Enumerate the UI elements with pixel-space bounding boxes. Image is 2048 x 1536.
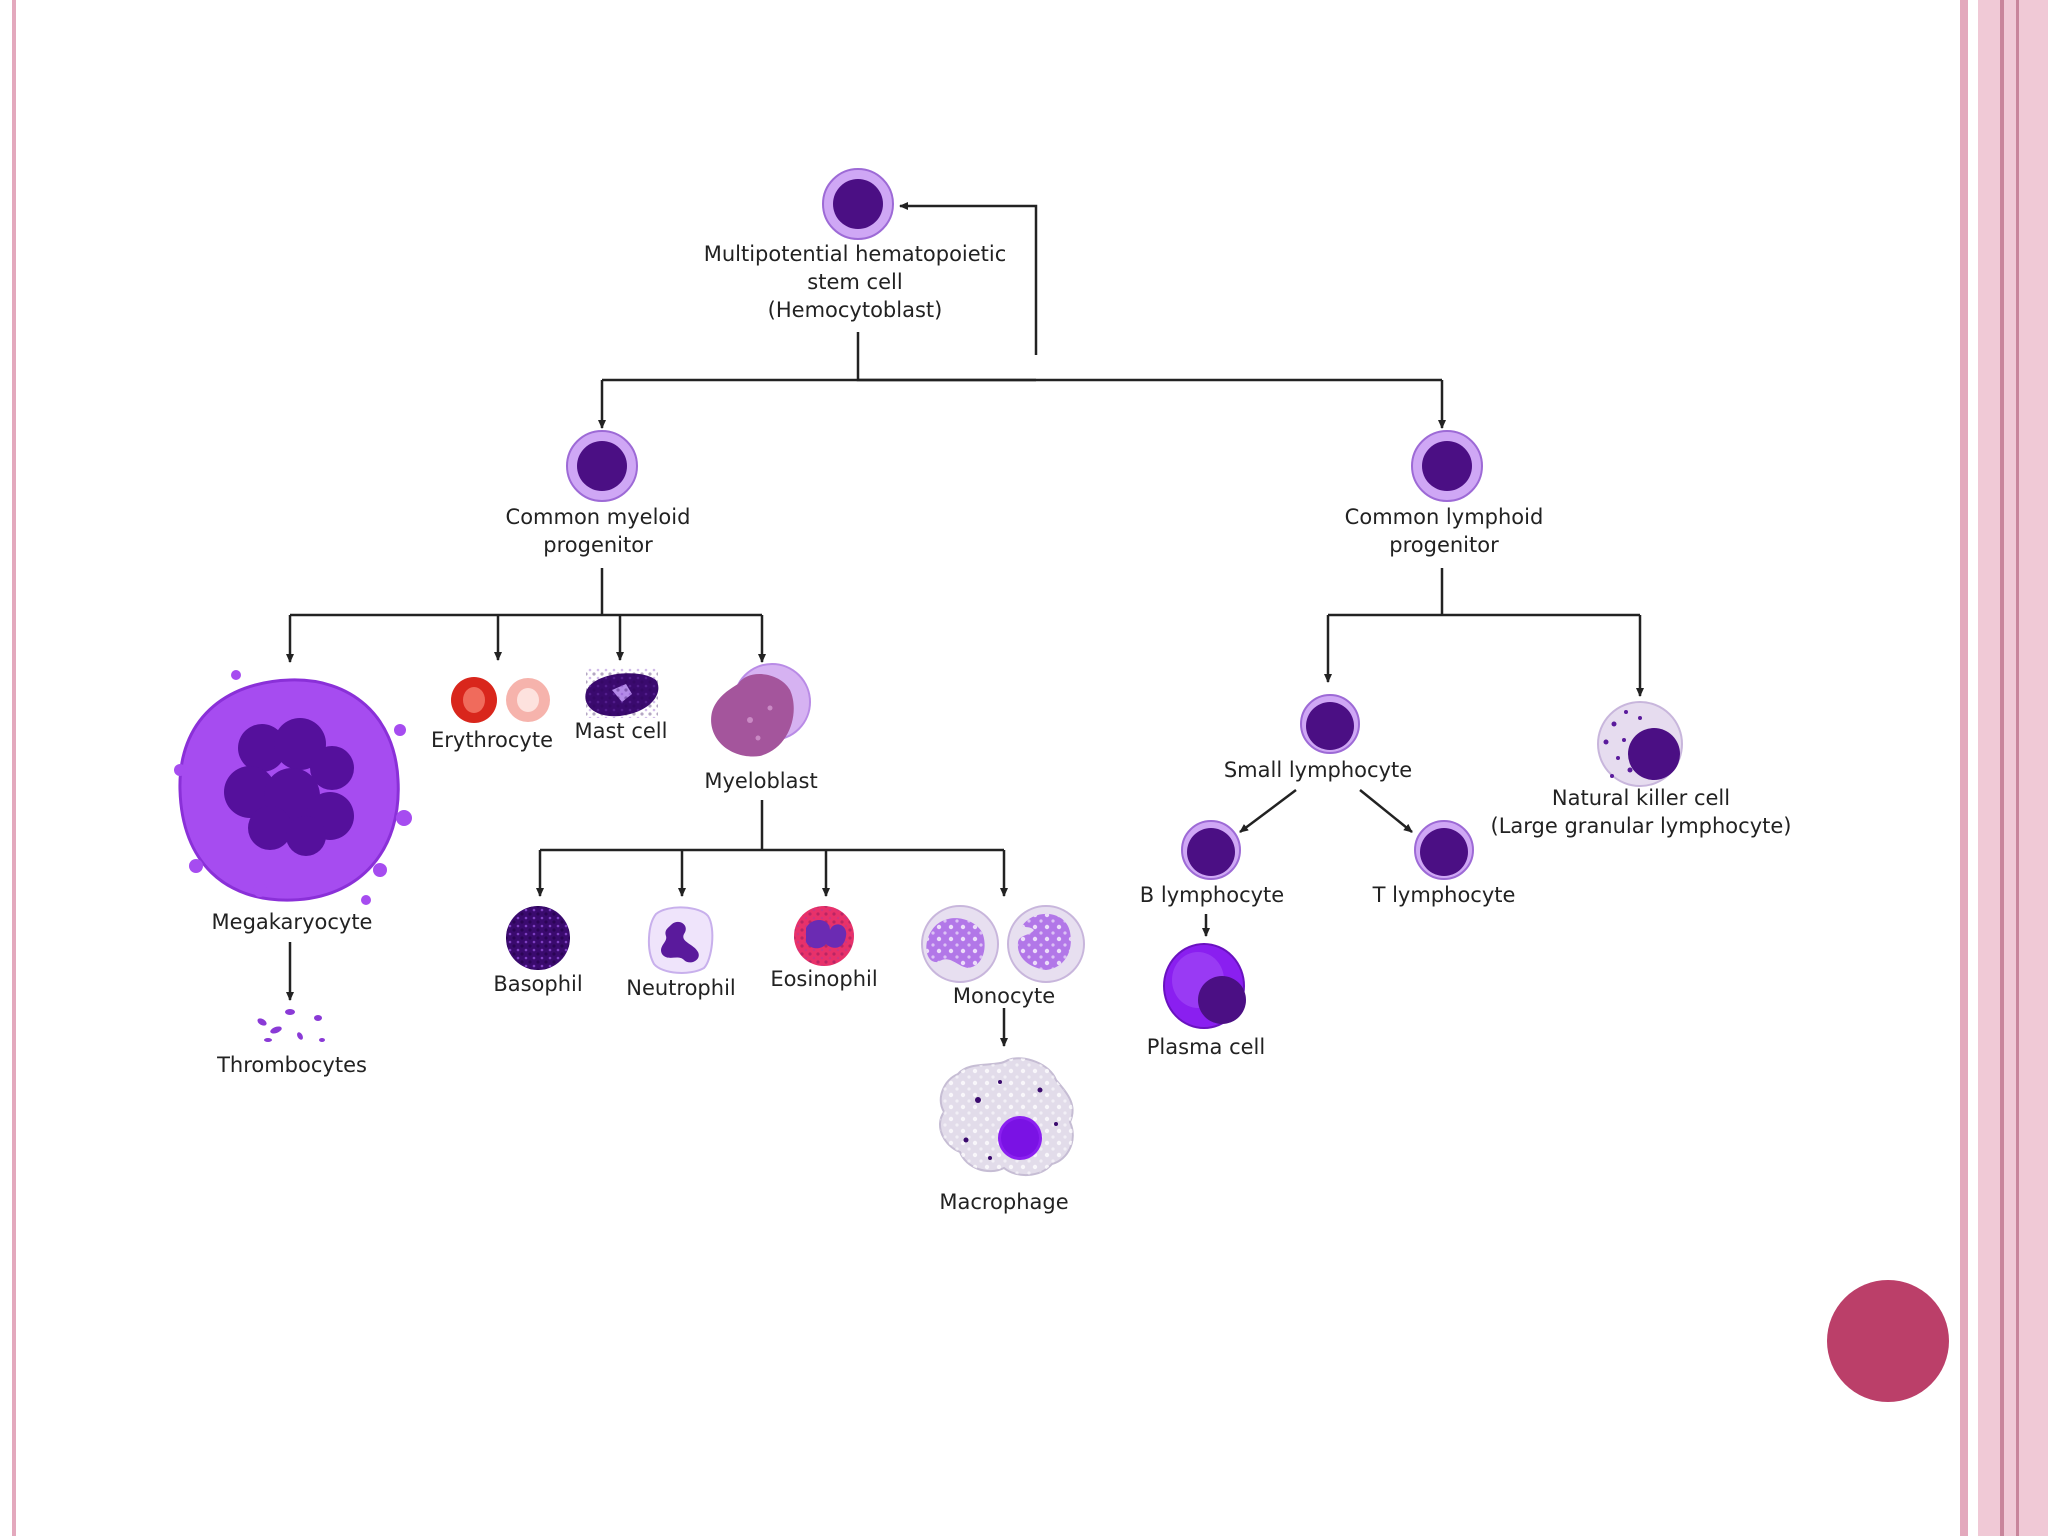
megakaryocyte-icon [174,670,412,905]
label-megakaryocyte: Megakaryocyte [211,910,373,934]
label-plasma-cell: Plasma cell [1146,1035,1266,1059]
mast-cell-icon [585,668,659,718]
frame-right-border [1960,0,1968,1536]
label-myeloid-progenitor: Common myeloid progenitor [506,503,691,559]
label-nk-line-1: Natural killer cell [1551,786,1731,810]
frame-left-line [12,0,16,1536]
myeloid-progenitor-icon [566,430,638,502]
label-lymphoid-line-2: progenitor [1389,533,1499,557]
label-basophil: Basophil [493,972,583,996]
label-lymphoid-progenitor: Common lymphoid progenitor [1345,503,1544,559]
label-mast-cell: Mast cell [574,719,668,743]
b-lymphocyte-icon [1181,820,1241,880]
connector-lines [286,202,1644,1047]
label-small-lymphocyte: Small lymphocyte [1223,758,1413,782]
label-eosinophil: Eosinophil [770,967,878,991]
thrombocytes-icon [257,1009,325,1042]
label-stem-cell: Multipotential hematopoietic stem cell (… [704,240,1007,324]
erythrocyte-icon [451,677,550,723]
monocyte-icon [921,905,1085,983]
label-monocyte: Monocyte [952,984,1056,1008]
label-stem-line-1: Multipotential hematopoietic [703,242,1007,266]
frame-right-line [2000,0,2004,1536]
myeloblast-icon [711,663,811,757]
label-macrophage: Macrophage [939,1190,1069,1214]
label-myeloid-line-1: Common myeloid [505,505,691,529]
small-lymphocyte-icon [1300,694,1360,754]
stem-cell-icon [822,168,894,240]
frame-right-line-2 [2016,0,2019,1536]
eosinophil-icon [794,906,854,966]
label-stem-line-2: stem cell [807,270,903,294]
lymphoid-progenitor-icon [1411,430,1483,502]
plasma-cell-icon [1163,943,1246,1029]
macrophage-icon [939,1057,1074,1176]
label-lymphoid-line-1: Common lymphoid [1344,505,1544,529]
nk-cell-icon [1597,701,1683,787]
t-lymphocyte-icon [1414,820,1474,880]
frame-right-band [1978,0,2048,1536]
label-t-lymphocyte: T lymphocyte [1372,883,1516,907]
label-nk-line-2: (Large granular lymphocyte) [1490,814,1792,838]
label-myeloblast: Myeloblast [704,769,818,793]
basophil-icon [506,906,570,970]
label-b-lymphocyte: B lymphocyte [1139,883,1285,907]
label-neutrophil: Neutrophil [626,976,736,1000]
label-erythrocyte: Erythrocyte [430,728,554,752]
label-myeloid-line-2: progenitor [543,533,653,557]
neutrophil-icon [648,906,714,974]
label-stem-line-3: (Hemocytoblast) [767,298,943,322]
label-thrombocytes: Thrombocytes [217,1053,367,1077]
slide-accent-dot [1827,1280,1949,1402]
label-nk-cell: Natural killer cell (Large granular lymp… [1491,784,1792,840]
